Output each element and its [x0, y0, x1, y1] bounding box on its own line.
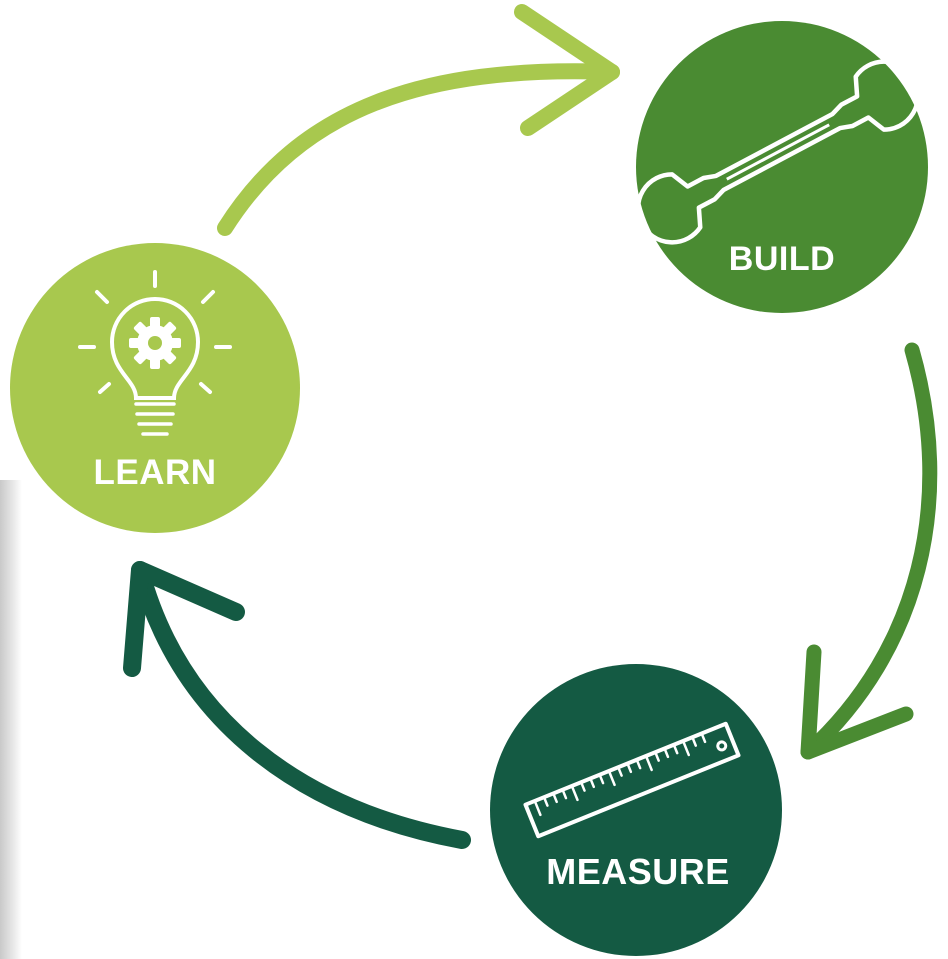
node-label-build: BUILD: [729, 240, 835, 278]
lightbulb-gear-icon: [78, 270, 232, 436]
node-label-learn: LEARN: [93, 453, 216, 492]
node-measure: MEASURE: [490, 664, 782, 956]
node-learn: LEARN: [10, 243, 300, 533]
arrow-build-to-measure: [800, 342, 938, 760]
wrench-icon: [635, 59, 921, 245]
node-label-measure: MEASURE: [546, 851, 730, 892]
left-edge-shadow: [0, 480, 22, 959]
arrow-learn-to-build: [217, 4, 620, 236]
ruler-icon: [523, 721, 741, 839]
arrow-measure-to-learn: [123, 561, 471, 849]
node-build: BUILD: [635, 21, 928, 313]
